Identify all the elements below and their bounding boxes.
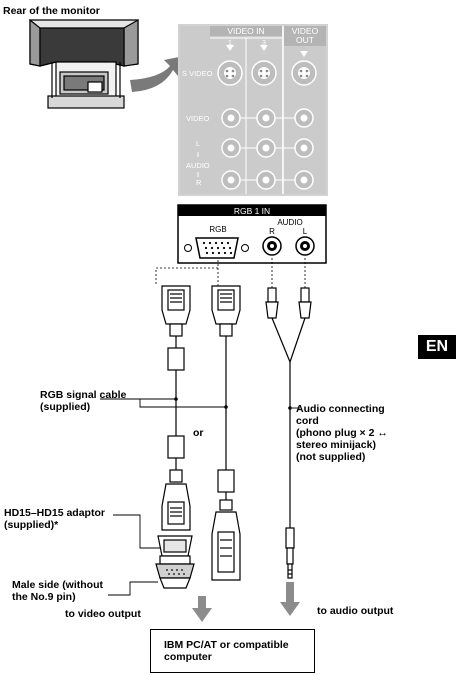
audio-row-label: AUDIO bbox=[186, 161, 210, 170]
col-3-label: 3 bbox=[262, 38, 266, 47]
rear-of-monitor-label: Rear of the monitor bbox=[3, 5, 100, 17]
video-in-label: VIDEO IN bbox=[227, 26, 264, 36]
video-row-label: VIDEO bbox=[186, 114, 210, 123]
monitor-rear-illustration bbox=[29, 18, 139, 109]
rgb-audio-label: AUDIO bbox=[277, 218, 302, 227]
leader-lines bbox=[100, 398, 300, 596]
adaptor-label-line1: HD15–HD15 adaptor bbox=[4, 507, 105, 519]
audio-cord-label-line2: cord bbox=[296, 415, 319, 427]
to-video-output-label: to video output bbox=[65, 608, 141, 620]
guide-lines bbox=[155, 258, 306, 290]
audio-cord-label-line5: (not supplied) bbox=[296, 451, 366, 463]
hd15-adaptor bbox=[155, 535, 195, 589]
rgb-panel: RGB 1 IN AUDIO RGB R L bbox=[177, 204, 327, 264]
video-out-label-2: OUT bbox=[296, 35, 314, 45]
rgb-r-label: R bbox=[269, 227, 275, 236]
rgb-cable-label-line1: RGB signal cable bbox=[40, 389, 127, 401]
pointer-arrow bbox=[130, 56, 184, 92]
audio-cord-label-line1: Audio connecting bbox=[296, 403, 385, 415]
computer-box: IBM PC/AT or compatible computer bbox=[150, 629, 315, 673]
male-side-label-line1: Male side (without bbox=[12, 579, 104, 591]
video-out-label-1: VIDEO bbox=[292, 26, 319, 36]
computer-label-line2: computer bbox=[164, 651, 212, 663]
output-arrows bbox=[192, 582, 300, 622]
video-panel: VIDEO IN VIDEO OUT 1 3 S VIDEO VIDEO L A… bbox=[178, 24, 328, 196]
rgb-cable-label: RGB signal cable (supplied) bbox=[40, 389, 126, 413]
adaptor-label-line2: (supplied)* bbox=[4, 519, 59, 531]
adaptor-label: HD15–HD15 adaptor (supplied)* bbox=[4, 507, 105, 531]
audio-l-label: L bbox=[196, 139, 200, 148]
or-label: or bbox=[193, 427, 204, 439]
audio-cord-label-line4: stereo minijack) bbox=[296, 439, 376, 451]
male-side-label: Male side (without the No.9 pin) bbox=[12, 579, 103, 603]
leader-dots bbox=[174, 397, 292, 410]
rgb-l-label: L bbox=[303, 227, 308, 236]
rgb-cable-left bbox=[161, 285, 191, 531]
rgb-cable-right bbox=[211, 285, 241, 581]
col-1-label: 1 bbox=[228, 38, 232, 47]
language-badge: EN bbox=[418, 335, 456, 359]
rgb-cable-label-line2: (supplied) bbox=[40, 401, 91, 413]
computer-label-line1: IBM PC/AT or compatible bbox=[164, 639, 289, 651]
to-audio-output-label: to audio output bbox=[317, 605, 394, 617]
rgb1-in-label: RGB 1 IN bbox=[234, 206, 270, 216]
audio-cable bbox=[265, 287, 312, 579]
rgb-label: RGB bbox=[209, 225, 226, 234]
audio-cord-label: Audio connecting cord (phono plug × 2 ↔ … bbox=[296, 403, 388, 463]
male-side-label-line2: the No.9 pin) bbox=[12, 591, 76, 603]
svideo-row-label: S VIDEO bbox=[182, 69, 213, 78]
audio-r-label: R bbox=[196, 178, 202, 187]
audio-cord-label-line3: (phono plug × 2 ↔ bbox=[296, 427, 388, 439]
